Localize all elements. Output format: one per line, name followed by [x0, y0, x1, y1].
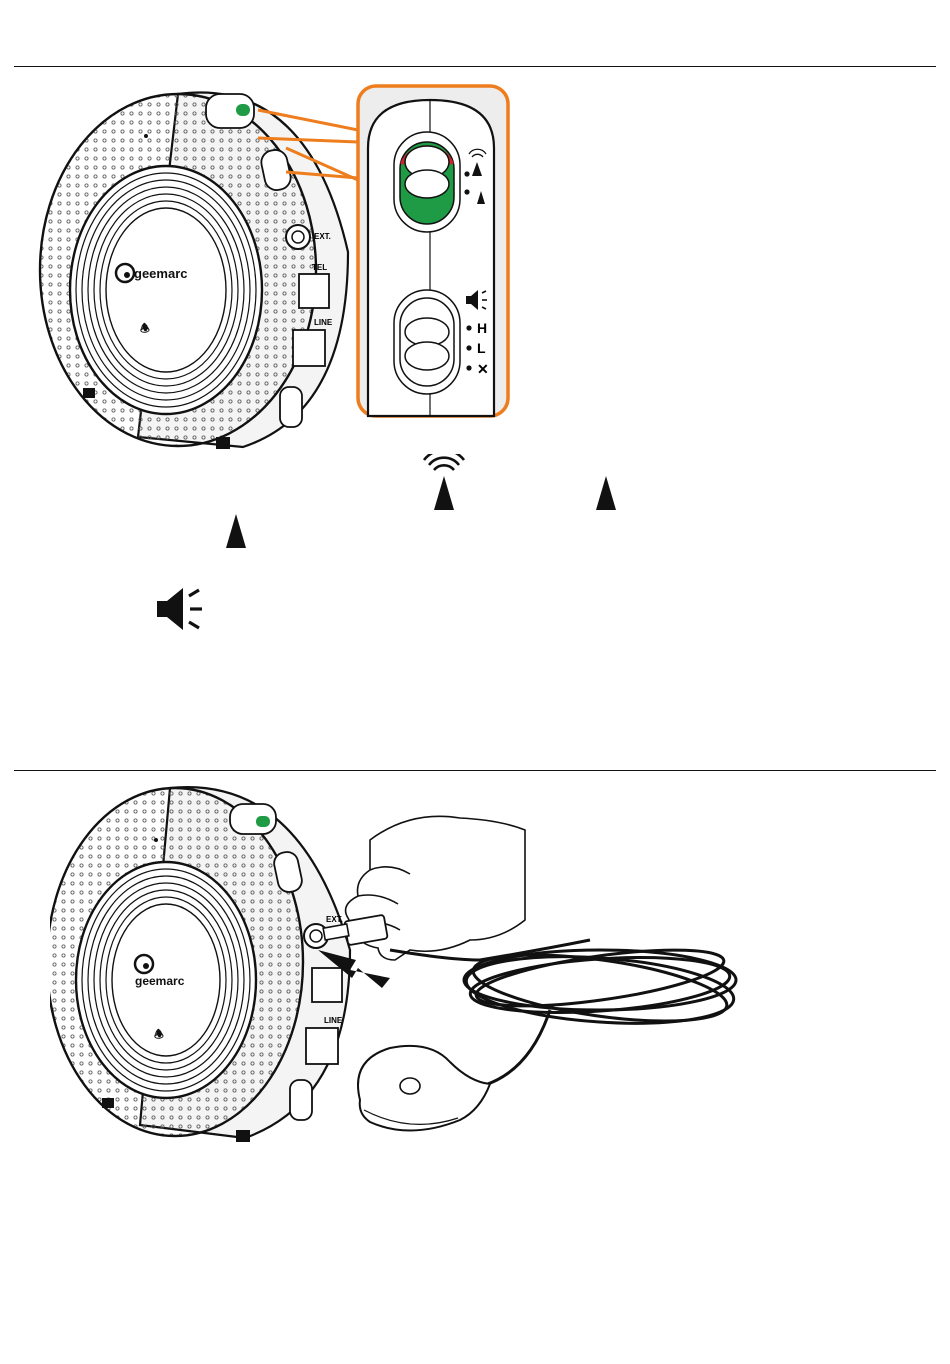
- bottom-divider: [14, 770, 936, 771]
- svg-text:🕭: 🕭: [140, 323, 150, 335]
- switch-zoom-panel: H L ✕: [356, 84, 510, 418]
- device-illustration-top: geemarc 🕭 EXT. TEL LINE: [28, 82, 368, 462]
- strobe-with-waves-icon: [420, 454, 468, 512]
- svg-text:geemarc: geemarc: [134, 266, 187, 281]
- brand-logo: geemarc: [116, 264, 187, 282]
- svg-text:EXT.: EXT.: [314, 232, 331, 241]
- insert-arrow-icon: [318, 950, 390, 988]
- speaker-icon: [155, 586, 205, 632]
- bed-shaker-accessory: [300, 800, 750, 1140]
- strobe-icon: [224, 512, 248, 550]
- svg-text:🕭: 🕭: [154, 1029, 164, 1041]
- volume-level-off: ✕: [477, 361, 489, 377]
- strobe-icon: [594, 474, 618, 512]
- flash-mode-switch: [394, 132, 460, 232]
- volume-level-l: L: [477, 340, 486, 356]
- volume-level-h: H: [477, 320, 487, 336]
- top-divider: [14, 66, 936, 67]
- svg-text:geemarc: geemarc: [135, 974, 185, 988]
- svg-text:LINE: LINE: [314, 318, 333, 327]
- volume-switch: [394, 290, 460, 394]
- svg-text:TEL: TEL: [312, 263, 327, 272]
